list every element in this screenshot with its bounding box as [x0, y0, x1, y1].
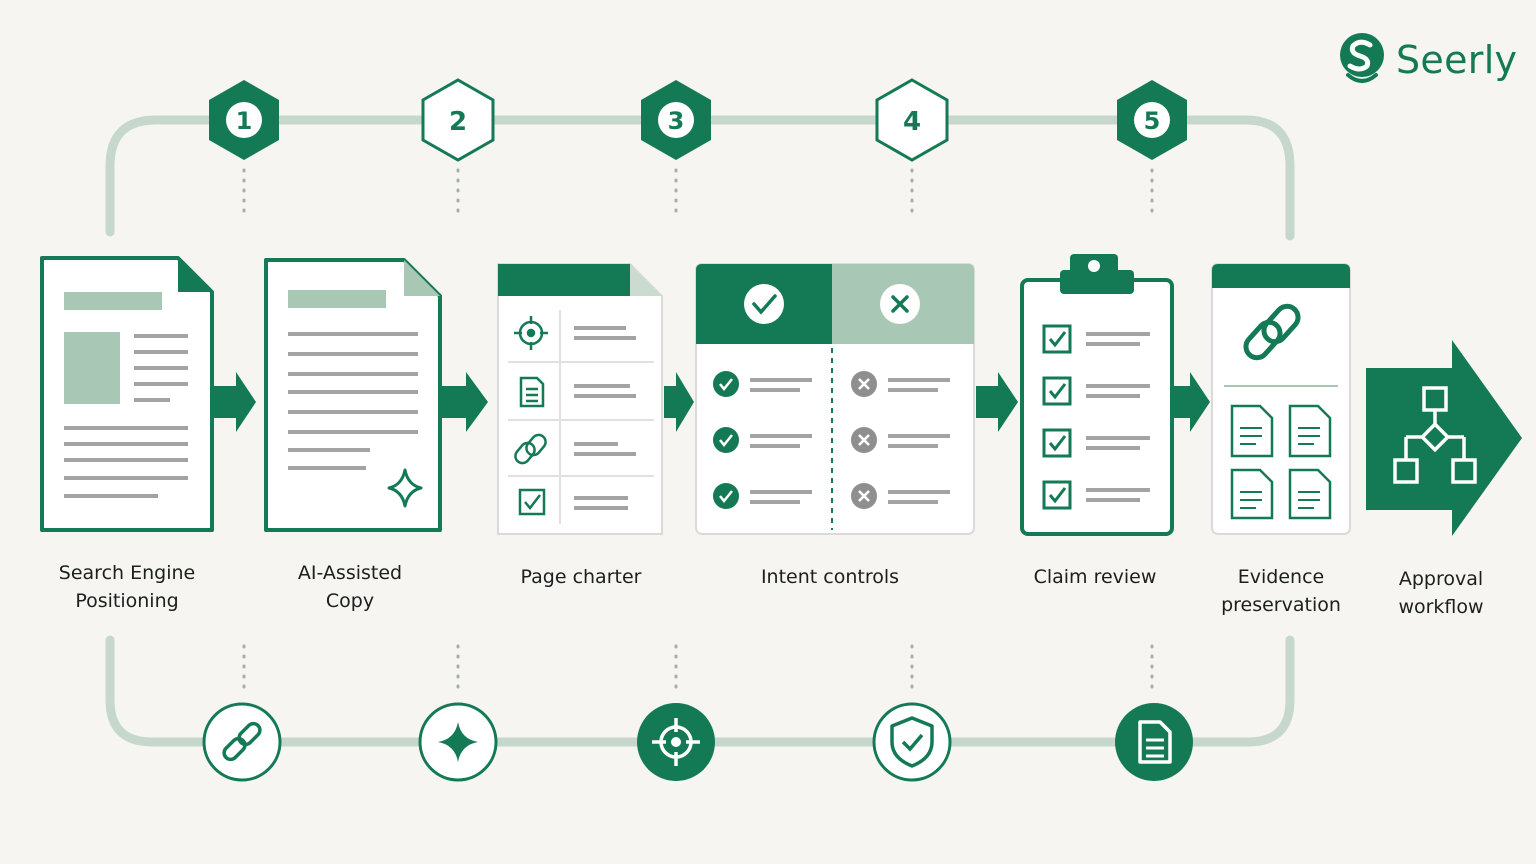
check-cross-panel-icon: [695, 263, 975, 535]
arrow-icon: [1174, 372, 1210, 432]
step-badge-4: 4: [875, 78, 949, 162]
step-badge-5: 5: [1117, 80, 1187, 160]
document-icon: [1115, 703, 1193, 781]
link-icon: [202, 702, 282, 782]
seerly-logo-icon: [1340, 33, 1384, 83]
bottom-connectors: [242, 644, 1154, 694]
document-icon: [40, 256, 214, 532]
top-connectors: [242, 168, 1154, 218]
arrow-icon: [442, 372, 488, 432]
step-badge-3: 3: [641, 80, 711, 160]
step-badge-number: 5: [1144, 107, 1161, 135]
sparkle-icon: [418, 702, 498, 782]
stage-label-page-charter: Page charter: [520, 566, 642, 588]
workflow-arrow-icon: [1366, 340, 1522, 536]
arrow-icon: [664, 372, 694, 432]
step-badge-number: 3: [668, 107, 685, 135]
step-badge-number: 1: [236, 107, 253, 135]
brand-name: Seerly: [1396, 38, 1518, 82]
clipboard-checklist-icon: [1020, 254, 1174, 536]
document-sparkle-icon: [264, 258, 442, 532]
flow-arrows: [214, 372, 1210, 432]
arrow-icon: [976, 372, 1018, 432]
stage-label-claim-review: Claim review: [1033, 566, 1157, 588]
step-badge-number: 4: [903, 107, 921, 137]
step-badge-number: 2: [449, 107, 467, 137]
step-badge-2: 2: [421, 78, 495, 162]
stage-label-intent-controls: Intent controls: [760, 566, 900, 588]
arrow-icon: [214, 372, 256, 432]
shield-check-icon: [872, 702, 952, 782]
step-badge-1: 1: [209, 80, 279, 160]
charter-document-icon: [497, 263, 663, 535]
link-documents-icon: [1211, 263, 1351, 535]
brand-logo: Seerly: [1338, 30, 1517, 90]
target-icon: [637, 703, 715, 781]
